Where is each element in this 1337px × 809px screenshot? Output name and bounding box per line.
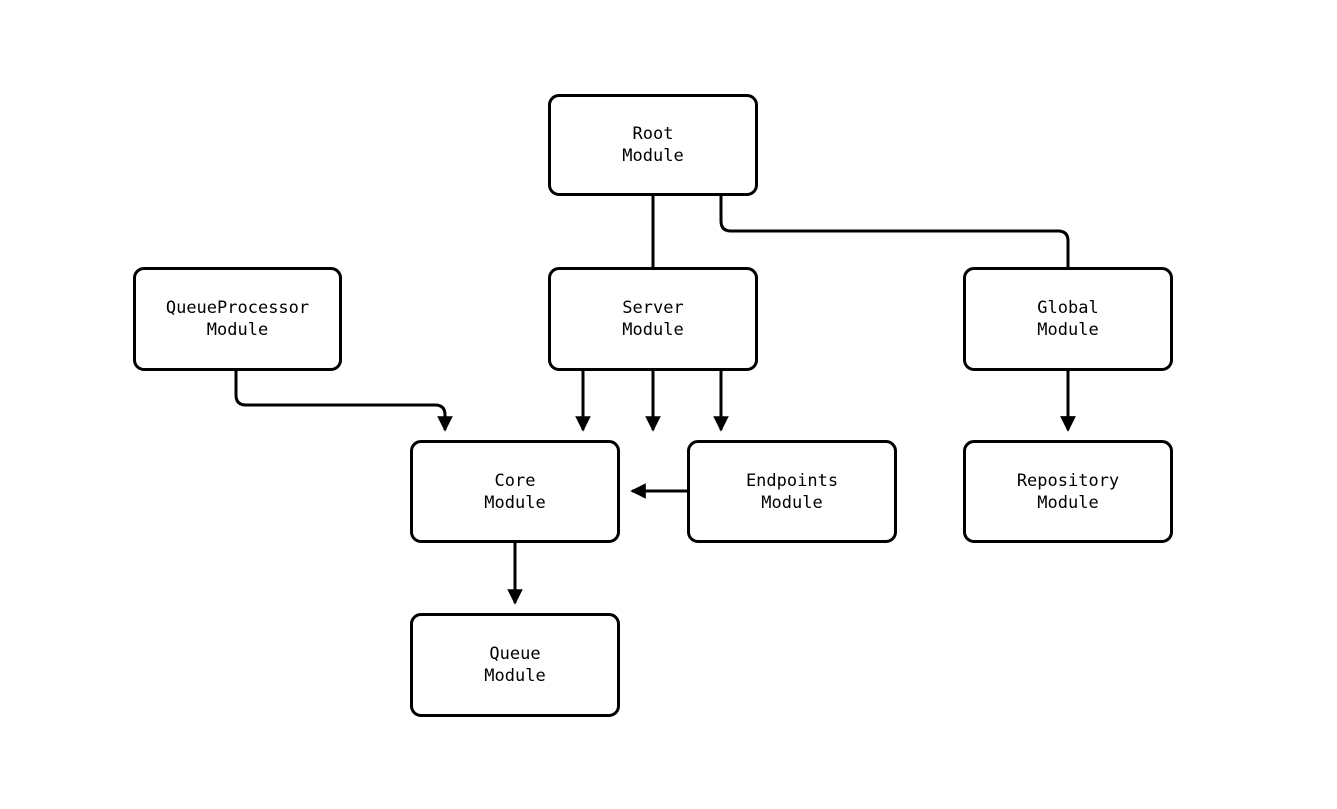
node-server[interactable]: Server Module [548,267,758,371]
node-repository-subtitle: Module [1037,492,1099,513]
node-repository[interactable]: Repository Module [963,440,1173,543]
node-core-subtitle: Module [484,492,546,513]
edge-queueprocessor-core [234,371,453,432]
node-endpoints-subtitle: Module [761,492,823,513]
node-endpoints-title: Endpoints [745,470,839,491]
node-queue-title: Queue [489,644,541,664]
node-root-title: Root [632,124,674,144]
node-queue[interactable]: Queue Module [410,613,620,717]
node-queueprocessor-title: QueueProcessor [165,298,310,318]
node-global[interactable]: Global Module [963,267,1173,371]
node-core-title: Core [494,470,536,491]
edges-group [234,196,1076,605]
edge-root-global [719,196,1076,432]
node-global-title: Global [1037,298,1099,318]
node-core[interactable]: Core Module [410,440,620,543]
node-global-subtitle: Module [1037,320,1099,340]
node-endpoints[interactable]: Endpoints Module [687,440,897,543]
node-queueprocessor-subtitle: Module [206,320,269,340]
node-queue-subtitle: Module [484,666,546,686]
node-repository-title: Repository [1016,470,1120,491]
node-root[interactable]: Root Module [548,94,758,196]
node-server-subtitle: Module [622,320,684,340]
node-queueprocessor[interactable]: QueueProcessor Module [133,267,342,371]
node-root-subtitle: Module [622,146,684,166]
node-server-title: Server [622,298,684,318]
